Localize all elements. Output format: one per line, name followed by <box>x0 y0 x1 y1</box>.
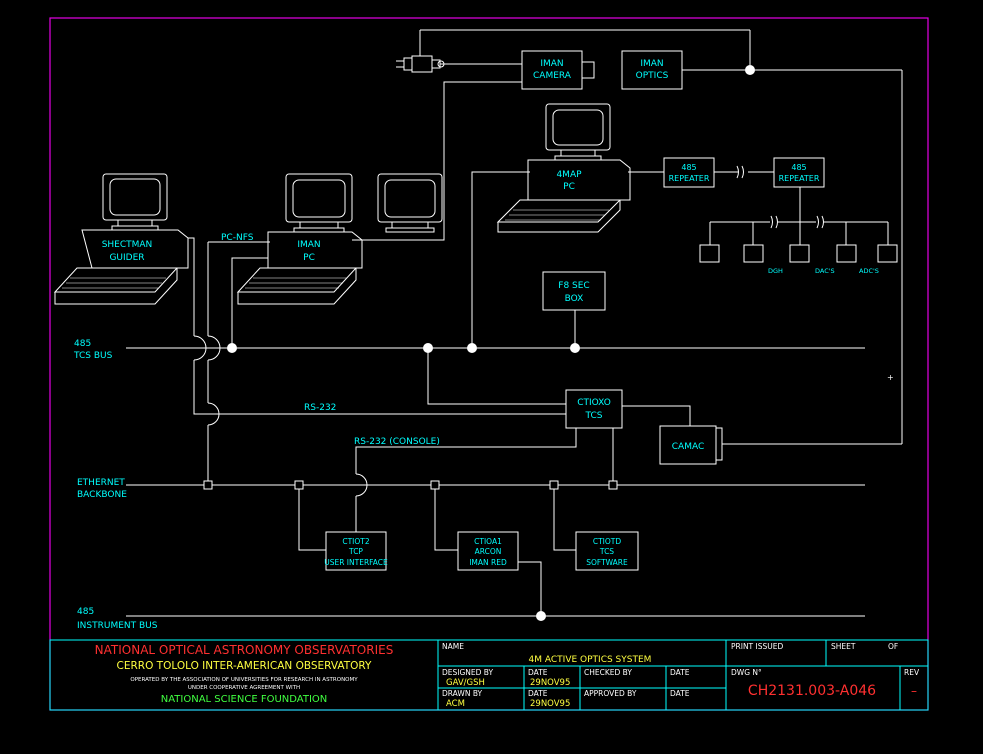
repeater-left-label-1: 485 <box>681 163 696 172</box>
ctioa1-label-2: ARCON <box>475 547 502 556</box>
iman-camera-label-1: IMAN <box>540 59 563 69</box>
ctiot2-label-2: TCP <box>348 547 363 556</box>
break-marks <box>736 165 824 229</box>
ctiot2-label-1: CTIOT2 <box>342 537 370 546</box>
block-outlines <box>325 50 825 571</box>
drawing-number: CH2131.003-A046 <box>748 683 876 699</box>
ctiot2-label-3: USER INTERFACE <box>324 558 388 567</box>
secondary-monitor-icon <box>377 173 443 233</box>
pc-nfs-label: PC-NFS <box>221 233 254 243</box>
repeater-right-label-1: 485 <box>791 163 806 172</box>
tcs-bus-label-1: 485 <box>74 339 91 349</box>
ctiotd-label-3: SOFTWARE <box>586 558 628 567</box>
f8-box-label-2: BOX <box>565 294 584 304</box>
keyboard-keys <box>62 209 609 289</box>
map-monitor-icon <box>496 103 631 233</box>
observatory-name: CERRO TOLOLO INTER-AMERICAN OBSERVATORY <box>117 660 373 672</box>
camac-label: CAMAC <box>672 442 705 452</box>
date-value-3: 29NOV95 <box>530 699 570 709</box>
instrument-bus-label-2: INSTRUMENT BUS <box>77 621 158 631</box>
dacs-label: DAC'S <box>815 267 835 275</box>
title-block-grid <box>49 639 929 711</box>
checked-by-label: CHECKED BY <box>584 668 632 677</box>
designed-by-value: GAV/GSH <box>446 678 485 688</box>
junction-dots <box>227 65 755 621</box>
operated-by-line: OPERATED BY THE ASSOCIATION OF UNIVERSIT… <box>130 677 358 683</box>
drawing-name: 4M ACTIVE OPTICS SYSTEM <box>529 655 652 665</box>
iman-monitor-icon <box>236 173 363 305</box>
iman-camera-label-2: CAMERA <box>533 71 572 81</box>
shectman-label-1: SHECTMAN <box>102 240 153 250</box>
ctiotd-label-1: CTIOTD <box>593 537 622 546</box>
ctioxo-label-1: CTIOXO <box>577 398 611 408</box>
map-pc-label-2: PC <box>563 182 575 192</box>
rev-label: REV <box>904 668 920 677</box>
instrument-bus-label-1: 485 <box>77 607 94 617</box>
date-label-2: DATE <box>670 668 690 677</box>
repeater-left-label-2: REPEATER <box>669 174 710 183</box>
iman-optics-label-2: OPTICS <box>636 71 669 81</box>
approved-by-label: APPROVED BY <box>584 689 637 698</box>
revision-value: – <box>911 684 917 698</box>
drawn-by-value: ACM <box>446 699 465 709</box>
adcs-label: ADC'S <box>859 267 879 275</box>
ctioa1-label-3: IMAN RED <box>469 558 507 567</box>
ctioxo-label-2: TCS <box>585 411 603 421</box>
connector-plug-icon <box>396 55 445 73</box>
iman-pc-label-1: IMAN <box>297 240 320 250</box>
repeater-right-label-2: REPEATER <box>779 174 820 183</box>
iman-pc-label-2: PC <box>303 253 315 263</box>
date-value-1: 29NOV95 <box>530 678 570 688</box>
plus-marker: + <box>887 373 894 382</box>
designed-by-label: DESIGNED BY <box>442 668 494 677</box>
rs232-label: RS-232 <box>304 403 336 413</box>
nsf-name: NATIONAL SCIENCE FOUNDATION <box>161 694 328 705</box>
f8-box-label-1: F8 SEC <box>558 281 589 291</box>
org-name: NATIONAL OPTICAL ASTRONOMY OBSERVATORIES <box>95 643 394 657</box>
print-issued-label: PRINT ISSUED <box>731 642 783 651</box>
ctiotd-label-2: TCS <box>599 547 614 556</box>
field-device-boxes <box>699 244 898 263</box>
sheet-label: SHEET <box>831 642 856 651</box>
of-label: OF <box>888 642 898 651</box>
date-label-4: DATE <box>670 689 690 698</box>
date-label-3: DATE <box>528 689 548 698</box>
camac-connector <box>715 427 723 461</box>
map-pc-label-1: 4MAP <box>556 170 582 180</box>
shectman-monitor-icon <box>53 173 189 305</box>
ethernet-label-2: BACKBONE <box>77 490 127 500</box>
rs232-console-label: RS-232 (CONSOLE) <box>354 437 440 447</box>
dgh-label: DGH <box>768 267 783 275</box>
agreement-line: UNDER COOPERATIVE AGREEMENT WITH <box>188 685 300 691</box>
shectman-label-2: GUIDER <box>109 253 144 263</box>
ctioa1-label-1: CTIOA1 <box>474 537 502 546</box>
tcs-bus-label-2: TCS BUS <box>73 351 113 361</box>
date-label-1: DATE <box>528 668 548 677</box>
drawn-by-label: DRAWN BY <box>442 689 483 698</box>
iman-optics-label-1: IMAN <box>640 59 663 69</box>
dwg-label: DWG N° <box>731 668 762 677</box>
wiring <box>126 29 903 617</box>
ethernet-taps <box>203 480 618 490</box>
ethernet-label-1: ETHERNET <box>77 478 125 488</box>
drawing-frame <box>49 17 929 711</box>
name-label: NAME <box>442 642 464 651</box>
workstations <box>53 103 631 305</box>
